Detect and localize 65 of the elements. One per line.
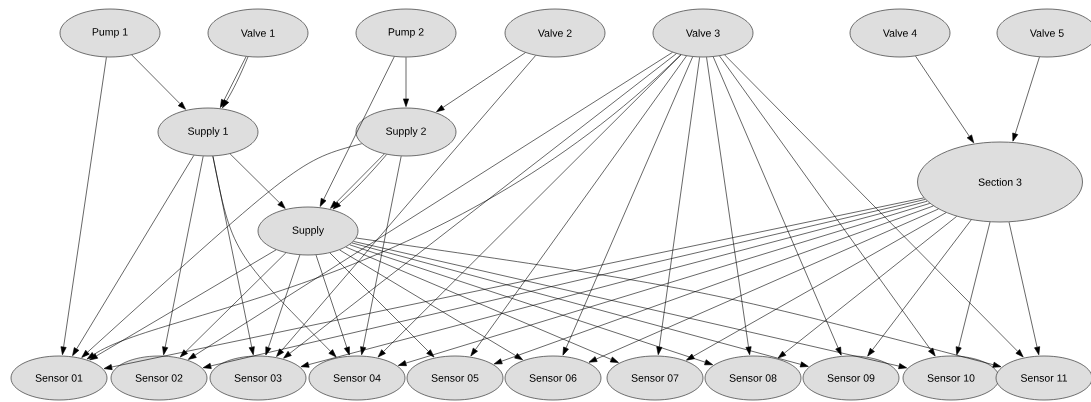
arrow	[493, 205, 934, 365]
ellipse-node: Sensor 11	[995, 355, 1091, 401]
ellipse-node: Supply	[257, 206, 359, 256]
arrow	[283, 53, 677, 359]
ellipse-node: Sensor 08	[704, 355, 802, 401]
ellipse-node: Sensor 04	[308, 355, 406, 401]
arrow	[319, 56, 395, 207]
arrow	[265, 254, 301, 356]
ellipse-node: Sensor 07	[606, 355, 704, 401]
arrow	[212, 156, 337, 358]
arrow	[436, 52, 526, 113]
ellipse-node: Sensor 09	[802, 355, 900, 401]
arrow	[72, 155, 195, 356]
arrow	[867, 219, 972, 357]
arrow	[1008, 221, 1040, 356]
arrow	[377, 54, 682, 358]
ellipse-node: Valve 5	[996, 8, 1091, 58]
ellipse-node: Valve 1	[207, 8, 309, 58]
arrow	[353, 241, 907, 370]
arrow	[777, 216, 957, 359]
arrow	[656, 57, 700, 355]
arrow	[712, 56, 842, 356]
arrow	[588, 208, 939, 363]
ellipse-node: Sensor 06	[504, 355, 602, 401]
ellipse-node: Sensor 02	[110, 355, 208, 401]
arrow	[470, 55, 687, 357]
arrow	[60, 57, 107, 356]
arrow	[345, 246, 619, 363]
arrow	[1012, 56, 1040, 142]
ellipse-node: Sensor 10	[902, 355, 1000, 401]
arrow	[179, 252, 287, 358]
ellipse-node: Pump 1	[59, 8, 161, 58]
arrow	[915, 55, 974, 144]
ellipse-node: Section 3	[917, 141, 1083, 223]
arrow	[315, 254, 350, 356]
arrow	[81, 143, 363, 358]
ellipse-node: Supply 1	[157, 107, 259, 157]
arrow	[339, 249, 523, 361]
arrow	[398, 203, 931, 366]
arrow	[706, 57, 752, 356]
arrow	[89, 249, 277, 361]
ellipse-node: Valve 3	[652, 8, 754, 58]
arrow	[349, 244, 713, 366]
arrow	[188, 52, 673, 360]
arrow	[276, 55, 536, 357]
arrow	[351, 242, 809, 368]
arrow	[719, 55, 936, 357]
ellipse-node: Supply 2	[355, 107, 457, 157]
arrow	[329, 252, 435, 358]
arrow	[229, 153, 286, 209]
ellipse-node: Valve 2	[504, 8, 606, 58]
arrow	[686, 212, 947, 361]
ellipse-node: Pump 2	[355, 8, 457, 58]
arrow	[360, 156, 402, 356]
arrow	[724, 54, 1024, 358]
arrow	[355, 237, 1002, 368]
arrow	[403, 57, 409, 107]
ellipse-node: Valve 4	[849, 8, 951, 58]
arrow	[955, 221, 991, 356]
arrow	[162, 156, 204, 356]
ellipse-node: Sensor 05	[406, 355, 504, 401]
ellipse-node: Sensor 03	[209, 355, 307, 401]
arrow	[131, 54, 186, 110]
ellipse-node: Sensor 01	[10, 355, 108, 401]
arrow	[562, 56, 693, 356]
